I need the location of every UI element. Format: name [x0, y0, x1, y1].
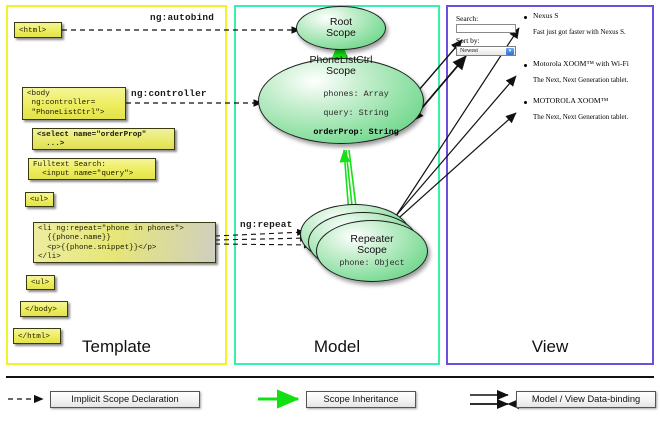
- sort-by-value: Newest: [460, 48, 478, 54]
- prop-orderprop: orderProp: String: [313, 126, 399, 137]
- phone-snippet: The Next, Next Generation tablet.: [533, 76, 629, 84]
- bullet-icon: [524, 64, 527, 67]
- bullet-icon: [524, 101, 527, 104]
- code-box-body-open: <body ng:controller= "PhoneListCtrl">: [22, 87, 126, 120]
- scope-repeater: Repeater Scope phone: Object: [316, 220, 428, 282]
- chevron-down-icon[interactable]: ▾: [506, 48, 514, 55]
- panel-template-title: Template: [82, 337, 151, 356]
- code-box-li-repeat: <li ng:repeat="phone in phones"> {{phone…: [33, 222, 216, 263]
- phone-snippet: Fast just got faster with Nexus S.: [533, 28, 626, 36]
- legend-divider: [6, 376, 654, 378]
- label-ng-controller: ng:controller: [131, 88, 207, 99]
- scope-root-title: Root Scope: [326, 15, 356, 39]
- panel-view-title: View: [531, 337, 569, 356]
- scope-repeater-props: phone: Object: [339, 257, 405, 268]
- legend-item-scope-inheritance: Scope Inheritance: [306, 391, 416, 408]
- code-box-html-open: <html>: [14, 22, 62, 38]
- label-ng-repeat: ng:repeat: [240, 219, 293, 230]
- panel-model-title: Model: [313, 337, 361, 356]
- code-box-body-close: </body>: [20, 301, 68, 317]
- scope-root: Root Scope: [296, 6, 386, 50]
- phone-title[interactable]: Nexus S: [533, 11, 559, 20]
- phone-title[interactable]: Motorola XOOM™ with Wi-Fi: [533, 59, 629, 68]
- search-input[interactable]: [456, 24, 516, 33]
- sort-by-select[interactable]: Newest ▾: [456, 46, 516, 56]
- code-box-ul-open: <ul>: [25, 192, 54, 207]
- code-box-html-close: </html>: [13, 328, 61, 344]
- scope-phonelistctrl-title: PhoneListCtrl Scope: [309, 53, 373, 78]
- code-box-fulltext-search: Fulltext Search: <input name="query">: [28, 158, 156, 180]
- phone-snippet: The Next, Next Generation tablet.: [533, 113, 629, 121]
- scope-phonelistctrl-props: phones: Array query: String orderProp: S…: [283, 80, 399, 147]
- legend-item-model-view-data-binding: Model / View Data-binding: [516, 391, 656, 408]
- prop-phones: phones: Array: [323, 88, 389, 99]
- prop-query: query: String: [323, 107, 389, 118]
- code-box-select: <select name="orderProp" ...>: [32, 128, 175, 150]
- scope-phonelistctrl: PhoneListCtrl Scope phones: Array query:…: [258, 53, 424, 147]
- scope-repeater-title: Repeater Scope: [350, 232, 394, 257]
- sort-by-label: Sort by:: [456, 36, 480, 45]
- legend-item-implicit-scope-declaration: Implicit Scope Declaration: [50, 391, 200, 408]
- search-label: Search:: [456, 14, 479, 23]
- code-box-ul-close: <ul>: [26, 275, 55, 290]
- label-ng-autobind: ng:autobind: [150, 12, 215, 23]
- phone-title[interactable]: MOTOROLA XOOM™: [533, 96, 609, 105]
- bullet-icon: [524, 16, 527, 19]
